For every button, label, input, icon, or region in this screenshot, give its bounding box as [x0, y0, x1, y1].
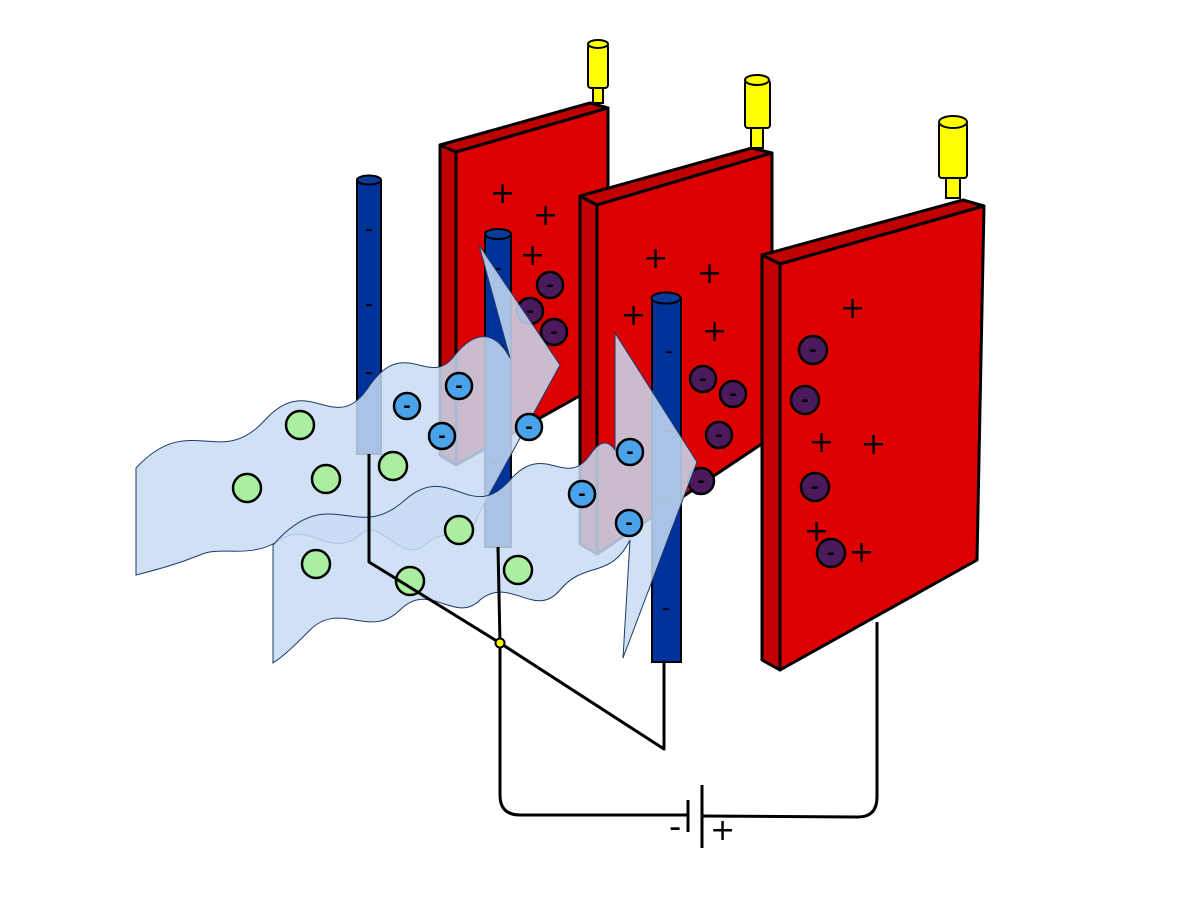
charged-particles: - - - - - - -: [392, 371, 645, 538]
charged-particle: -: [427, 421, 457, 451]
svg-text:-: -: [403, 396, 410, 417]
collected-particle: -: [789, 384, 821, 416]
neutral-particle: [443, 514, 475, 546]
plate-3-plus-sign: +: [840, 291, 865, 326]
svg-text:-: -: [578, 484, 585, 505]
wire-negative-terminal: [498, 643, 688, 817]
charged-particle: -: [514, 412, 544, 442]
plate-2-plus-sign: +: [702, 314, 727, 349]
svg-text:-: -: [525, 417, 532, 438]
wire-rod-1: [367, 454, 501, 645]
plate-1-plus-sign: +: [490, 176, 515, 211]
plate-1-plus-sign: +: [533, 198, 558, 233]
svg-text:-: -: [546, 275, 553, 296]
neutral-particles: [231, 409, 534, 597]
rod-minus-sign: -: [662, 596, 670, 621]
collected-particle: -: [799, 471, 831, 503]
neutral-particle: [377, 450, 409, 482]
charged-particle: -: [615, 437, 645, 467]
wire-rod-3: [499, 641, 666, 751]
plate-2-plus-sign: +: [621, 298, 646, 333]
rod-minus-sign: -: [494, 256, 502, 281]
svg-text:-: -: [455, 376, 462, 397]
charged-particle: -: [614, 508, 644, 538]
plate-2-plus-sign: +: [643, 241, 668, 276]
neutral-particle: [284, 409, 316, 441]
svg-text:-: -: [699, 369, 706, 390]
wire-rod-2: [496, 546, 502, 644]
neutral-particle: [394, 565, 426, 597]
rod-minus-sign: -: [365, 360, 373, 385]
collected-particle: -: [686, 466, 716, 496]
collected-particle: -: [688, 364, 718, 394]
collected-particle: -: [797, 334, 829, 366]
collected-particle: -: [815, 537, 847, 569]
neutral-particle: [502, 554, 534, 586]
svg-text:-: -: [801, 390, 808, 411]
charged-particle: -: [567, 479, 597, 509]
svg-text:-: -: [526, 301, 533, 322]
collected-particles: - - - - - - - - - - -: [515, 270, 847, 569]
insulator-3: [938, 115, 968, 199]
neutral-particle: [300, 548, 332, 580]
insulator-1: [587, 39, 609, 104]
svg-text:-: -: [625, 513, 632, 534]
gas-stream-front: [272, 331, 698, 664]
battery: - +: [669, 785, 735, 848]
wire-junction: [494, 637, 506, 649]
collector-plate-3-side: [760, 253, 782, 672]
neutral-particle: [231, 472, 263, 504]
circuit-wiring: [367, 454, 879, 819]
wire-positive-terminal: [701, 622, 879, 819]
charged-particle: -: [444, 371, 474, 401]
rod-minus-sign: -: [365, 217, 373, 242]
plate-1-plus-sign: +: [520, 238, 545, 273]
plate-3-plus-sign: +: [849, 535, 874, 570]
rod-minus-sign: -: [365, 292, 373, 317]
svg-text:-: -: [729, 384, 736, 405]
svg-text:-: -: [811, 477, 818, 498]
plate-3-plus-sign: +: [809, 425, 834, 460]
svg-text:-: -: [809, 340, 816, 361]
collected-particle: -: [718, 379, 748, 409]
battery-negative-label: -: [669, 807, 681, 847]
svg-text:-: -: [438, 426, 445, 447]
svg-text:-: -: [715, 425, 722, 446]
svg-text:-: -: [827, 543, 834, 564]
collected-particle: -: [535, 270, 565, 300]
plate-2-plus-sign: +: [697, 256, 722, 291]
svg-text:-: -: [697, 471, 704, 492]
svg-text:-: -: [626, 442, 633, 463]
collected-particle: -: [539, 317, 569, 347]
plate-charge-signs: + + + + + + + + + + + +: [490, 176, 886, 570]
battery-positive-label: +: [710, 813, 735, 848]
charged-particle: -: [392, 391, 422, 421]
neutral-particle: [310, 463, 342, 495]
rod-minus-sign: -: [665, 339, 673, 364]
svg-text:-: -: [550, 322, 557, 343]
plate-3-plus-sign: +: [861, 427, 886, 462]
collected-particle: -: [704, 420, 734, 450]
insulator-2: [744, 74, 771, 149]
